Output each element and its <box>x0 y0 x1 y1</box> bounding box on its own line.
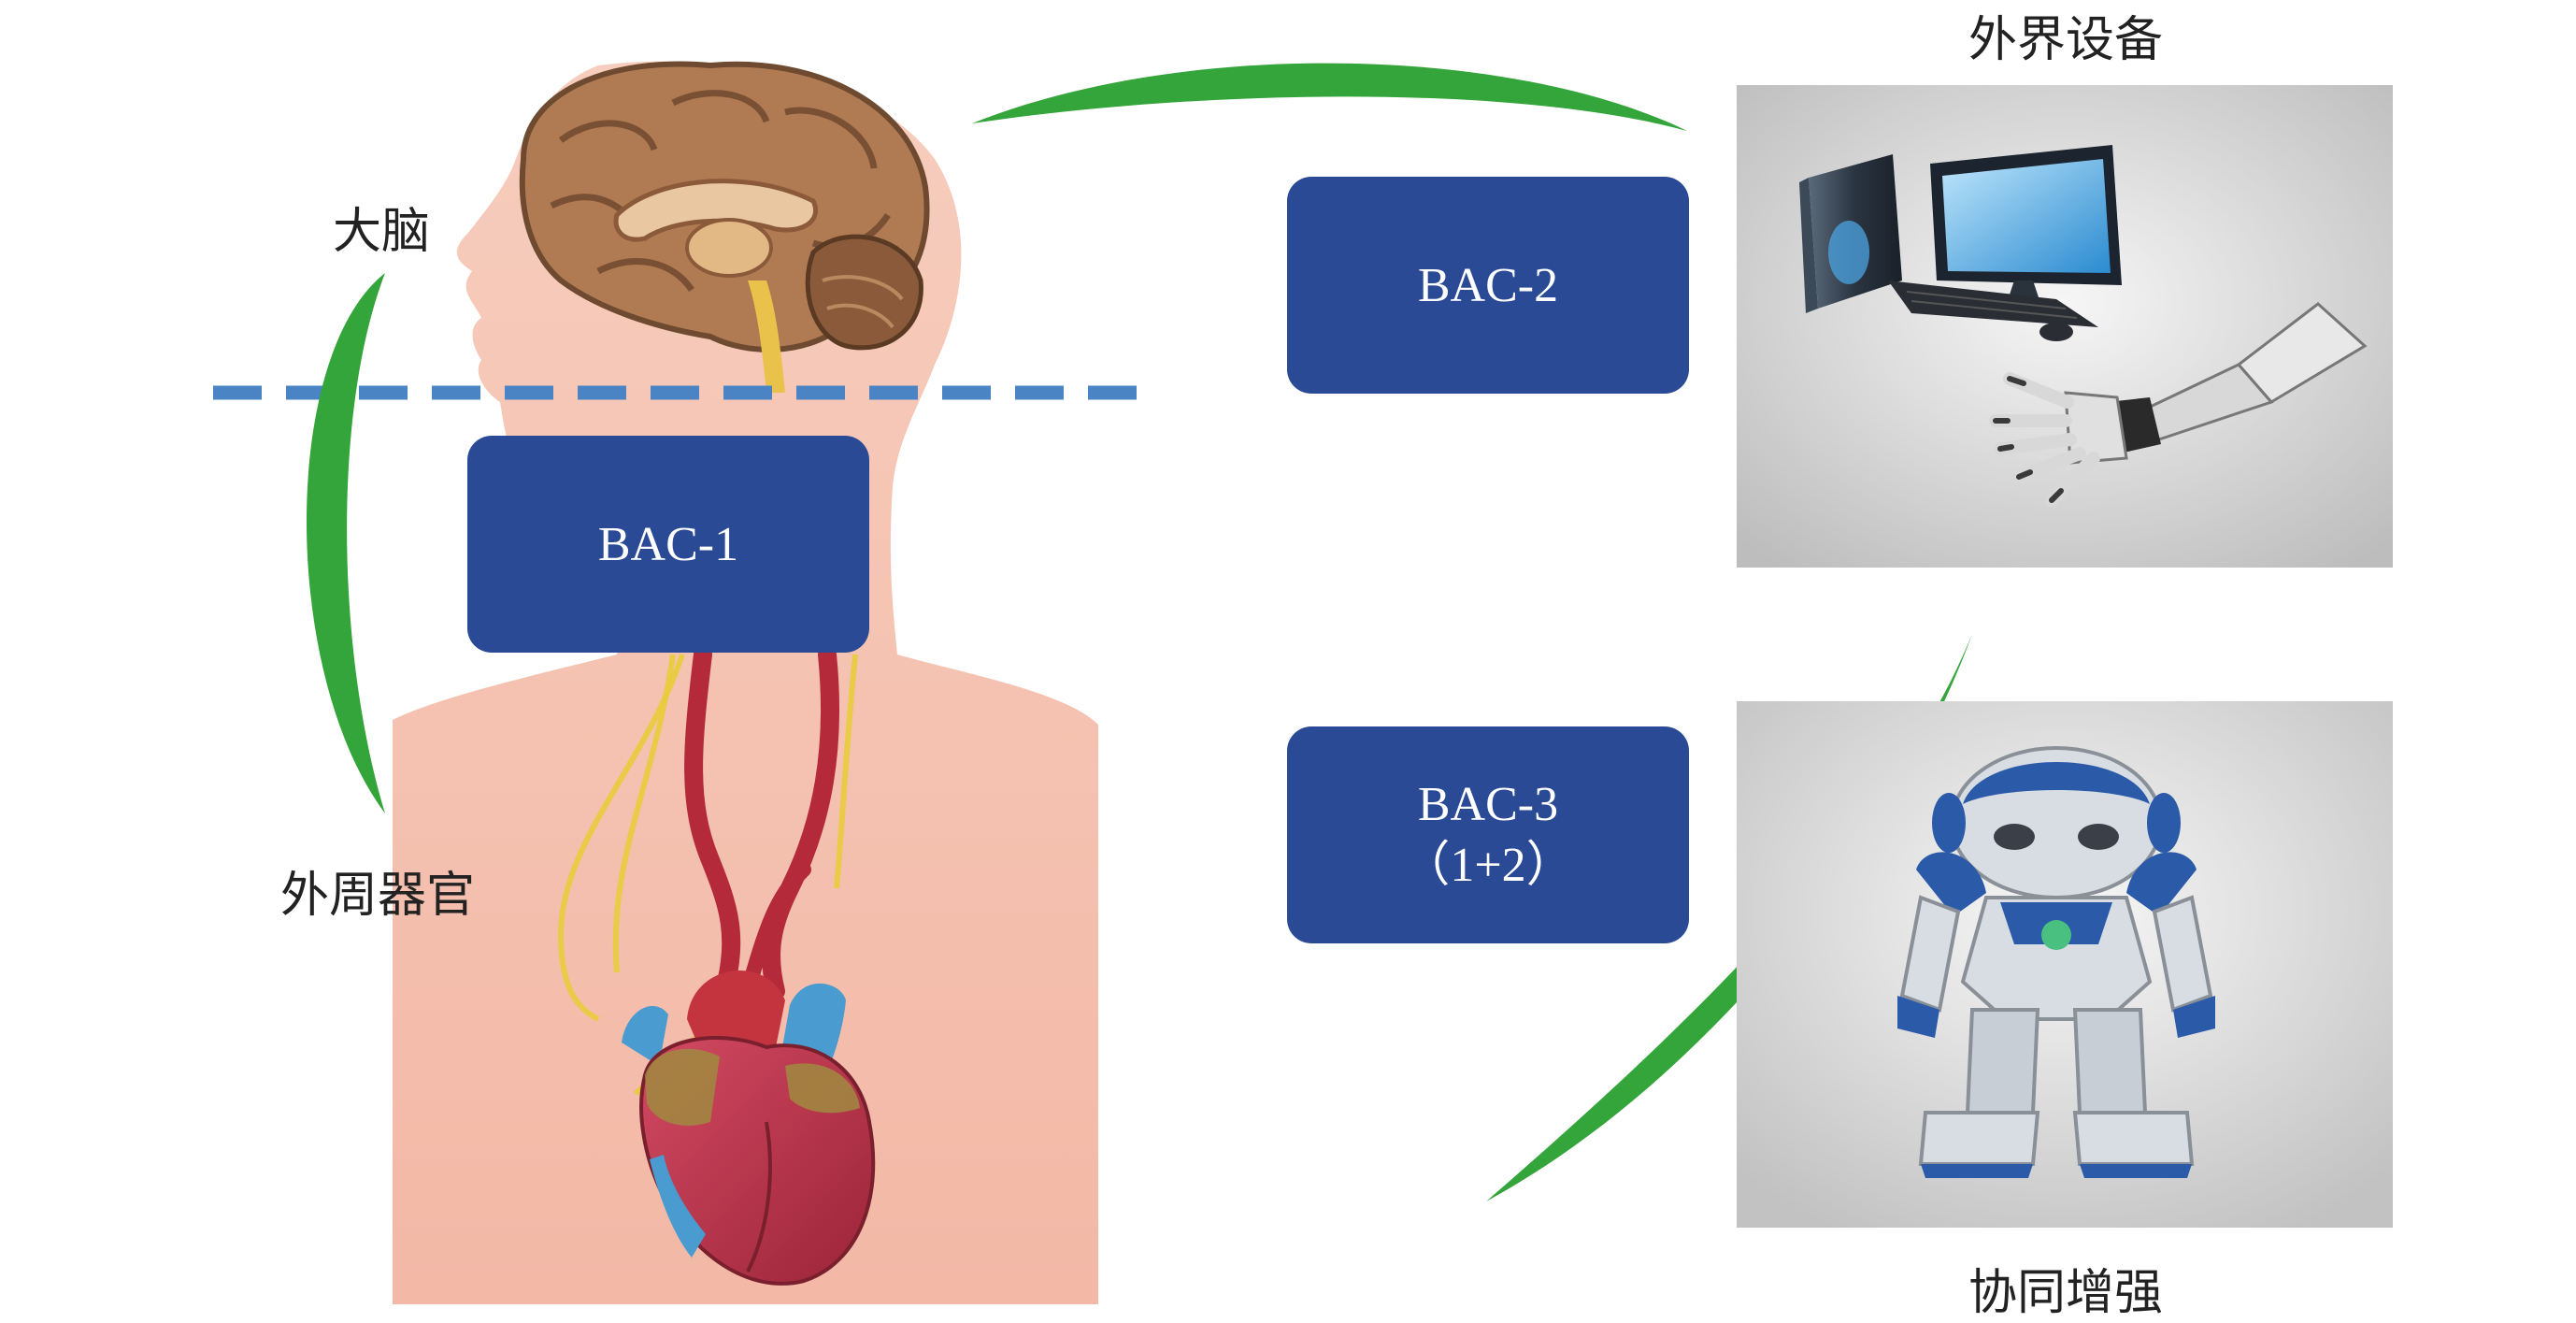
brain-illustration <box>519 61 930 393</box>
bac-1-label: BAC-1 <box>597 517 739 571</box>
computer-mouse <box>2039 323 2073 341</box>
bac-3-sublabel: （1+2） <box>1401 839 1575 892</box>
robotic-arm <box>1989 302 2368 507</box>
bac-1-box: BAC-1 <box>467 436 869 653</box>
bac-2-box: BAC-2 <box>1287 177 1689 394</box>
bac-3-box: BAC-3 （1+2） <box>1287 726 1689 943</box>
synergy-enhancement-label: 协同增强 <box>1968 1265 2164 1321</box>
computer-monitor <box>1930 145 2122 309</box>
brain-label: 大脑 <box>333 204 431 260</box>
heart-illustration <box>622 970 876 1286</box>
computer-tower <box>1799 154 1902 313</box>
arc-top <box>972 63 1687 131</box>
bac-2-label: BAC-2 <box>1417 258 1559 312</box>
external-devices-photo <box>1737 85 2393 568</box>
external-device-label: 外界设备 <box>1968 12 2164 68</box>
bac-3-label: BAC-3 <box>1417 778 1559 831</box>
humanoid-robot <box>1897 746 2215 1178</box>
peripheral-organ-label: 外周器官 <box>280 868 476 924</box>
green-arcs <box>307 63 1972 1201</box>
robot-photo <box>1737 701 2393 1228</box>
arc-left <box>307 273 385 813</box>
